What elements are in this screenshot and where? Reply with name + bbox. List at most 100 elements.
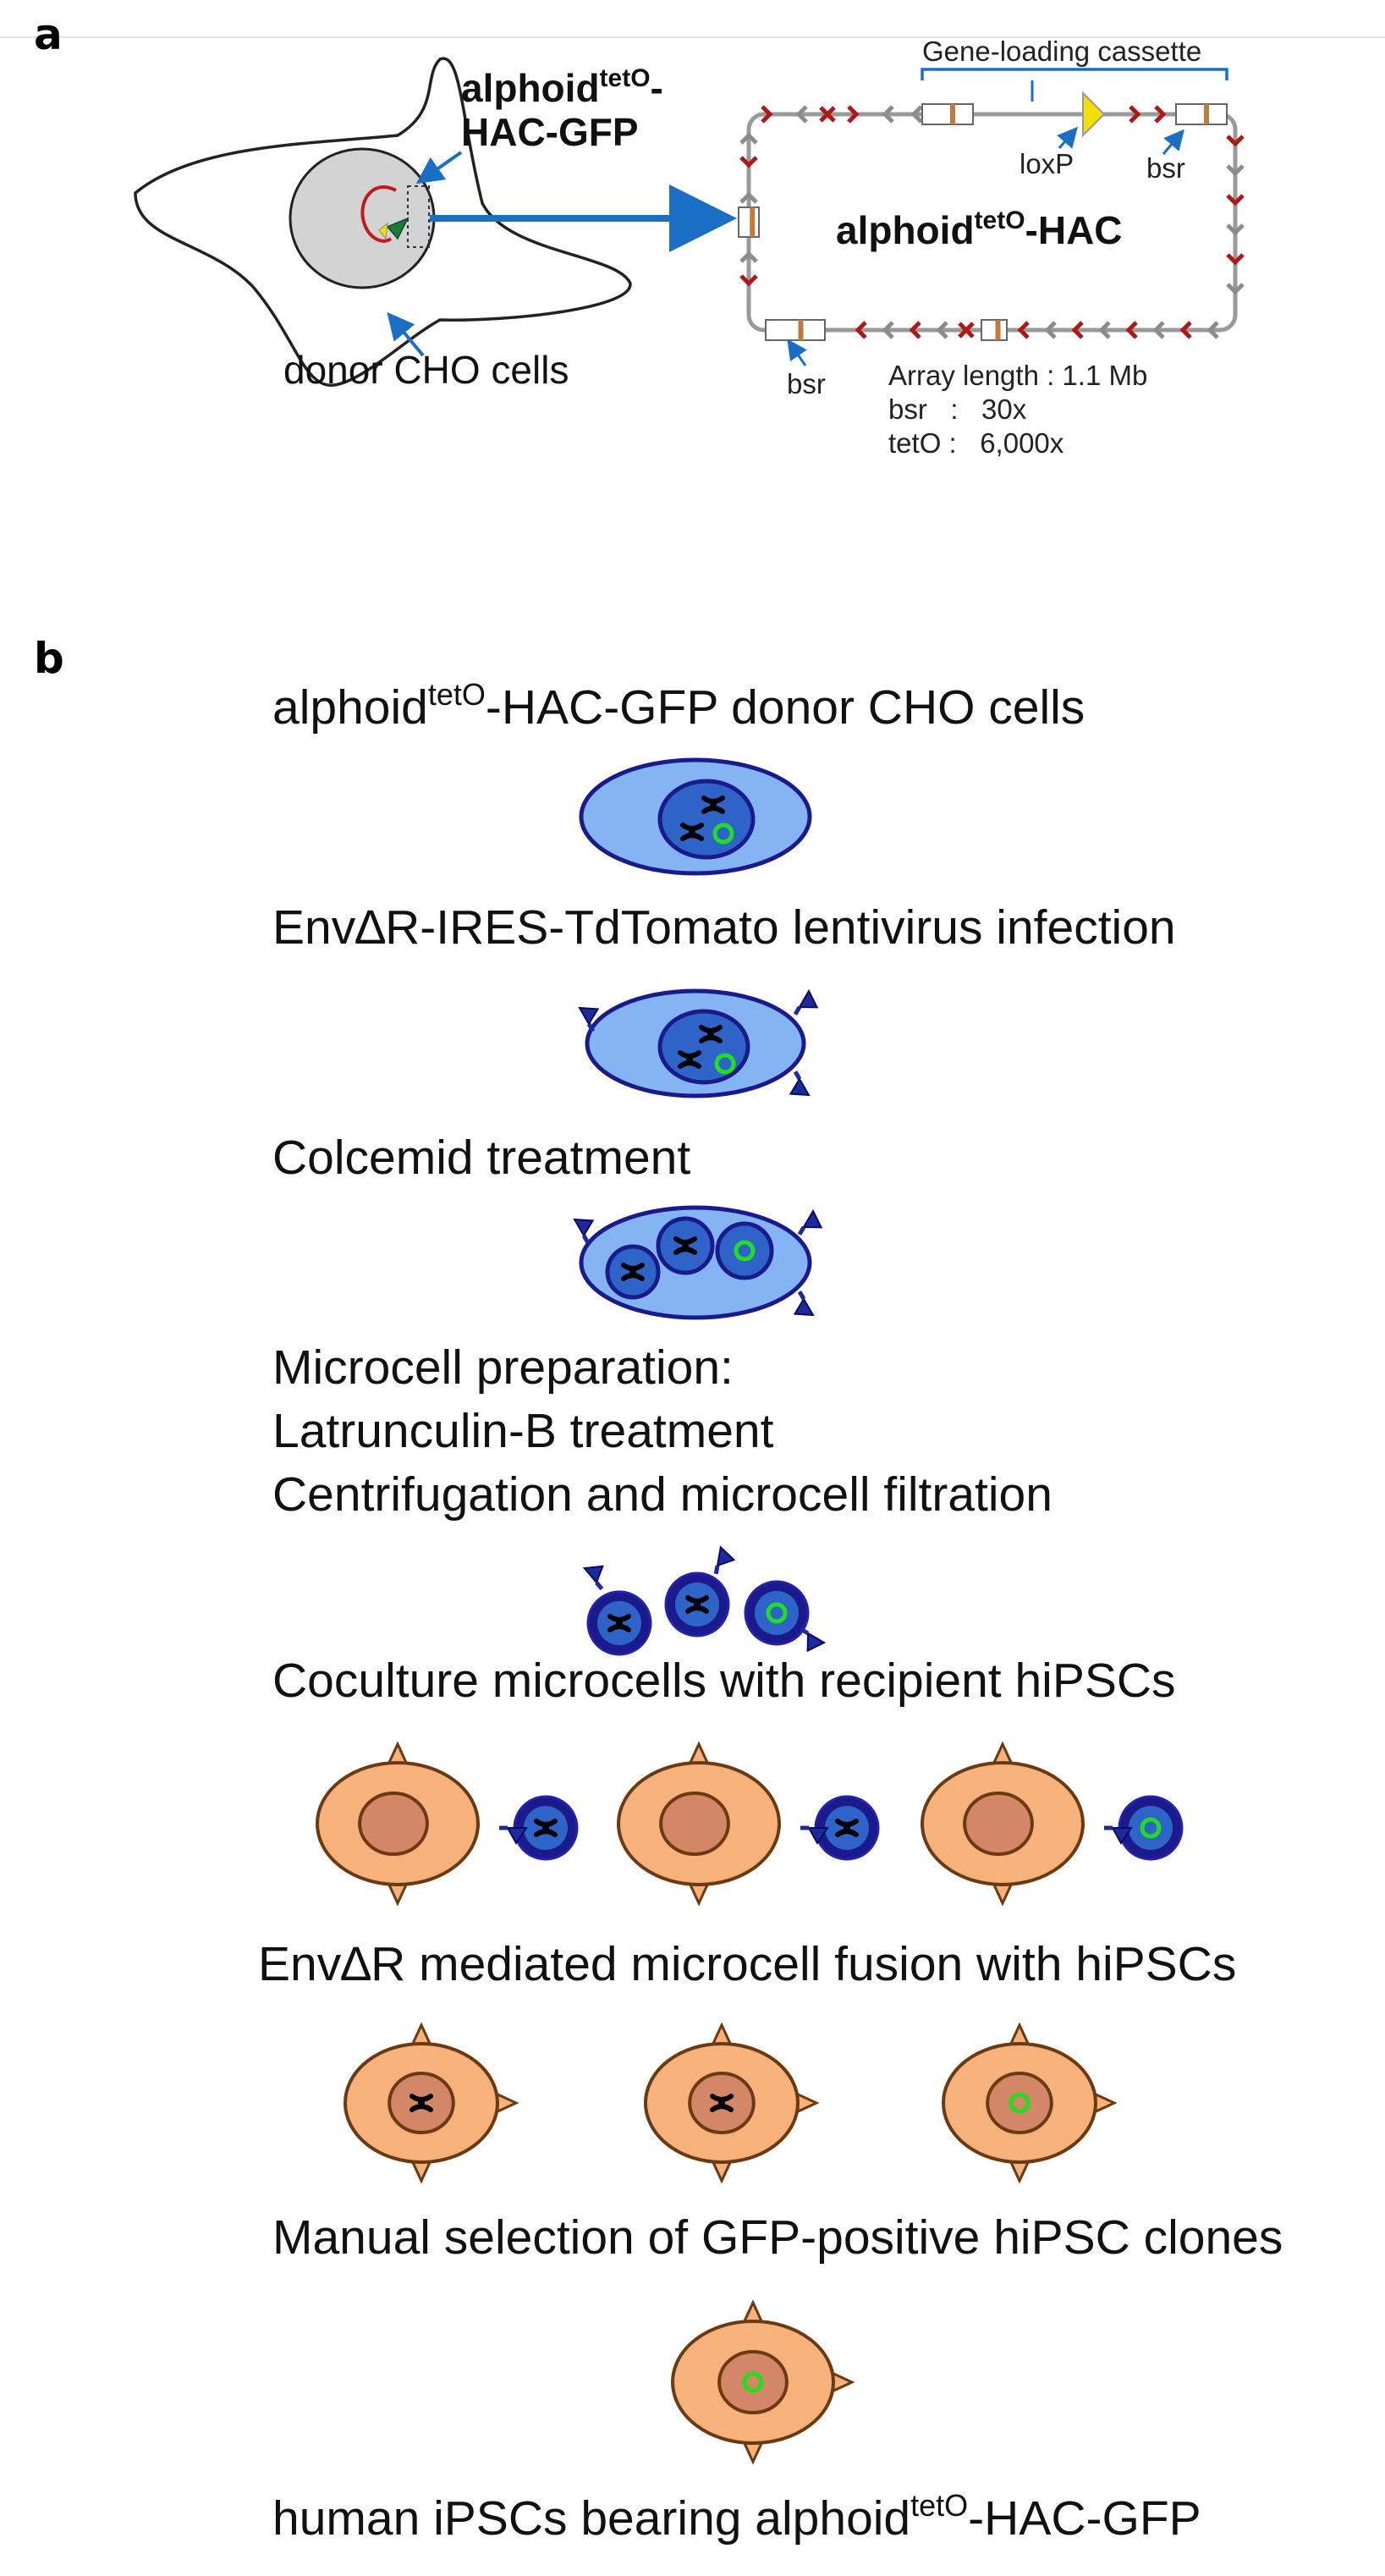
gfp-hac-icon [1009,2092,1031,2114]
hipsc-nucleus [717,2350,789,2414]
step1-label: alphoidtetO-HAC-GFP donor CHO cells [272,677,1085,735]
gfp-hac-icon [712,823,734,845]
step7-selected-clone [671,2299,855,2465]
array-repeat-mark [909,321,921,339]
loxp-label: loxP [1020,148,1074,179]
array-repeat-mark [882,321,894,339]
array-repeat-mark [1179,321,1192,339]
chromosome-icon [701,795,725,814]
array-repeat-mark [1226,283,1245,295]
array-repeat-mark [795,105,808,124]
step5-cocultures [316,1741,1184,1907]
step5-label: Coculture microcells with recipient hiPS… [272,1654,1176,1708]
microcell [800,1795,880,1861]
step3-label: Colcemid treatment [272,1131,690,1185]
step6-label: Env∆R mediated microcell fusion with hiP… [258,1937,1236,1991]
array-repeat-mark [1226,194,1245,206]
hac-circle [360,185,397,243]
array-repeat-mark [1226,135,1245,147]
hipsc-cell [316,1741,480,1907]
microcell [1104,1795,1184,1861]
step4-line2: Latrunculin-B treatment [272,1404,774,1458]
hipsc-cell [344,2022,519,2184]
env-protein-icon [793,988,819,1016]
array-repeat-mark [1129,105,1141,124]
array-repeat-mark [1098,321,1111,339]
panel-a-letter: a [34,10,63,59]
chromosome-icon [835,1819,859,1837]
cassette-bracket [921,68,1228,80]
array-repeat-mark [910,105,923,124]
step8-label: human iPSCs bearing alphoidtetO-HAC-GFP [272,2488,1201,2546]
array-repeat-mark [1152,321,1165,339]
bsr-label-right: bsr [1146,152,1185,184]
env-protein-icon [800,1825,829,1845]
step2-cell [578,988,819,1098]
array-repeat-mark [739,132,758,145]
step4-line3: Centrifugation and microcell filtration [272,1467,1052,1522]
bsr-cassette-box [921,103,974,125]
step1-cell [579,757,812,876]
env-protein-icon [789,1071,811,1097]
array-teto-count: tetO : 6,000x [888,427,1064,459]
array-cross-mark [819,106,836,123]
hac-gfp-label: alphoidtetO- [461,64,663,110]
array-repeat-mark [1125,321,1138,339]
step2-label: Env∆R-IRES-TdTomato lentivirus infection [272,900,1176,955]
step7-label: Manual selection of GFP-positive hiPSC c… [272,2210,1283,2265]
hipsc-nucleus [986,2072,1053,2134]
loxp-triangle [1082,91,1106,138]
bsr-cassette-box [981,319,1008,341]
hac-gfp-label-line2: HAC-GFP [461,110,639,154]
array-repeat-mark [1071,321,1084,339]
chromosome-icon [680,823,704,841]
env-protein-icon [499,1825,528,1845]
hipsc-cell [942,2022,1118,2184]
array-repeat-mark [1226,253,1245,266]
gfp-hac-icon [766,1602,788,1624]
step3-cell [573,1205,823,1320]
array-repeat-mark [1017,321,1030,339]
hipsc-nucleus [358,1792,429,1856]
chromosome-icon [678,1050,701,1069]
gfp-hac-icon [1140,1817,1162,1839]
array-repeat-mark [1226,223,1245,236]
env-protein-icon [578,1006,600,1032]
array-repeat-mark [1206,321,1219,339]
array-repeat-mark [739,274,758,287]
chromosome-icon [673,1236,697,1255]
chromosome-icon [685,1595,709,1614]
gfp-hac-icon [714,1053,736,1075]
array-bsr-count: bsr : 30x [888,394,1027,425]
cassette-label: Gene-loading cassette [922,36,1201,67]
env-protein-icon [800,1627,827,1653]
bsr-cassette-box [738,206,760,238]
loxp-small-icon [378,222,388,240]
env-protein-icon [713,1545,736,1575]
bsr-marker [995,320,1001,340]
chromosome-icon [409,2094,433,2112]
hipsc-cell [921,1741,1085,1907]
microcell [499,1795,579,1861]
array-repeat-mark [1226,164,1245,177]
step4-line1: Microcell preparation: [272,1340,734,1395]
hipsc-nucleus [963,1792,1034,1856]
array-repeat-mark [882,105,894,124]
panel-b-letter: b [34,634,64,683]
bsr-marker [750,207,756,237]
array-repeat-mark [1154,105,1167,124]
array-repeat-mark [936,321,948,339]
env-protein-icon [573,1218,595,1244]
gfp-hac-icon [742,2371,764,2393]
bsr-marker [950,104,955,124]
array-repeat-mark [761,105,773,124]
bsr-marker [798,320,804,340]
step6-fused-cells [344,2022,1118,2184]
chromosome-icon [699,1025,723,1043]
loxp-pointer [1057,126,1078,149]
array-repeat-mark [739,156,758,168]
hipsc-cell [671,2299,855,2465]
hac-label: alphoidtetO-HAC [836,206,1123,252]
